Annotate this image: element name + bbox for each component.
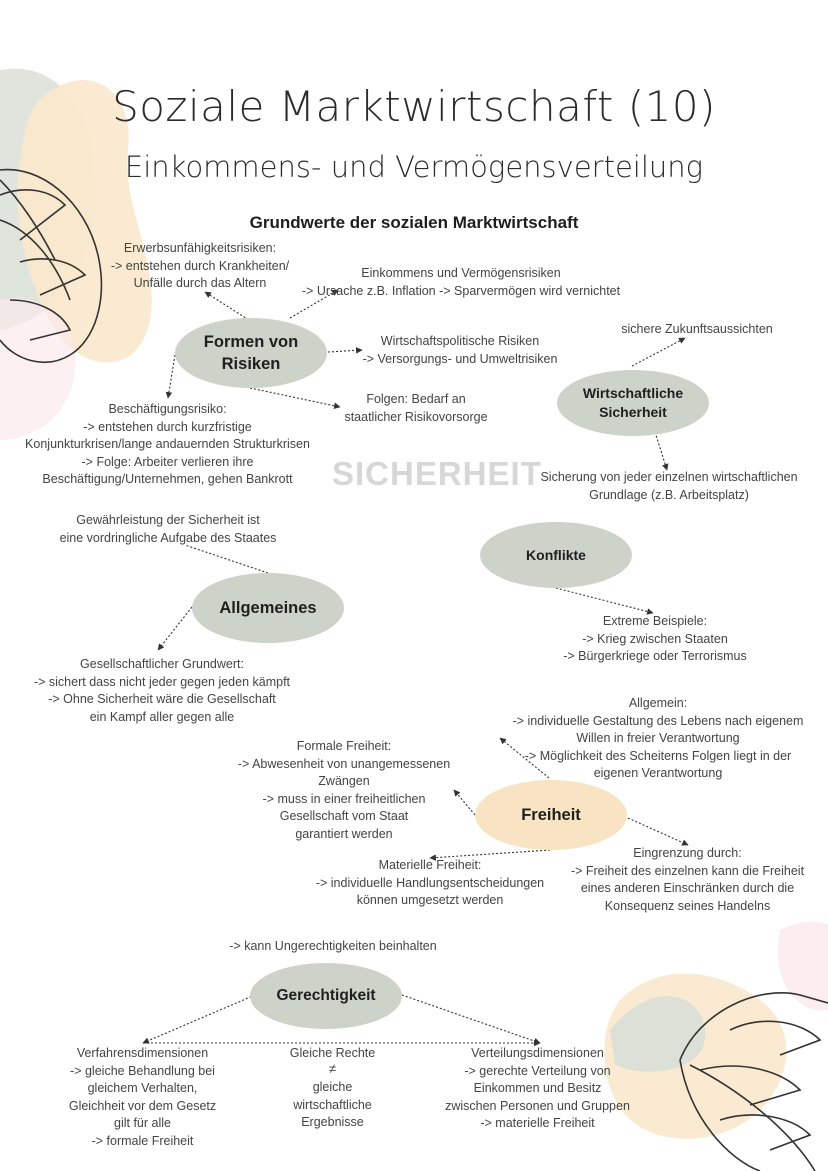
arrow-gerechtigkeit-verfahren: [142, 994, 256, 1044]
page-subtitle: Einkommens- und Vermögensverteilung: [124, 150, 704, 184]
arrow-freiheit-materiell: [429, 849, 551, 861]
note-grundlage: Sicherung von jeder einzelnen wirtschaft…: [540, 470, 798, 502]
note-zukunftsaussichten: sichere Zukunftsaussichten: [621, 322, 773, 336]
note-verfahrensdimensionen: Verfahrensdimensionen -> gleiche Behandl…: [68, 1046, 217, 1148]
note-formale-freiheit: Formale Freiheit: -> Abwesenheit von una…: [237, 739, 451, 841]
arrow-risiken-erwerb: [204, 291, 253, 323]
node-freiheit: Freiheit: [475, 780, 627, 850]
note-wirtschaftspolitisch: Wirtschaftspolitische Risiken -> Versorg…: [362, 334, 558, 366]
note-ungerechtigkeiten: -> kann Ungerechtigkeiten beinhalten: [229, 939, 437, 953]
note-verteilungsdimensionen: Verteilungsdimensionen -> gerechte Verte…: [445, 1046, 630, 1130]
arrow-risiken-einkommen: [289, 289, 339, 319]
note-eingrenzung: Eingrenzung durch: -> Freiheit des einze…: [570, 846, 805, 913]
note-extreme-beispiele: Extreme Beispiele: -> Krieg zwischen Sta…: [563, 614, 747, 663]
blob-bottom-right: [604, 921, 828, 1139]
note-grundwert: Gesellschaftlicher Grundwert: -> sichert…: [33, 657, 291, 724]
section-heading: Grundwerte der sozialen Marktwirtschaft: [249, 213, 579, 232]
monstera-leaf-top-left-icon: [0, 168, 103, 363]
arrow-freiheit-formal: [453, 789, 476, 816]
note-gleiche-ergebnisse: gleiche wirtschaftliche Ergebnisse: [293, 1080, 372, 1129]
arrow-allgemeines-gewaehr: [184, 544, 269, 574]
note-beschaeftigungsrisiko: Beschäftigungsrisiko: -> entstehen durch…: [25, 402, 310, 486]
arrow-gerechtigkeit-verteilung: [401, 994, 541, 1045]
page-title: Soziale Marktwirtschaft (10): [112, 82, 716, 131]
node-konflikte: Konflikte: [480, 522, 632, 588]
arrow-freiheit-eingrenzung: [627, 817, 689, 846]
note-erwerbsunfaehigkeit: Erwerbsunfähigkeitsrisiken: -> entstehen…: [110, 241, 290, 290]
node-formen-von-risiken: Formen von Risiken: [175, 318, 327, 388]
note-gewaehrleistung: Gewährleistung der Sicherheit ist eine v…: [59, 513, 277, 545]
arrow-risiken-beschaeftigung: [165, 354, 176, 399]
arrow-risiken-politik: [327, 347, 363, 354]
note-materielle-freiheit: Materielle Freiheit: -> individuelle Han…: [315, 858, 545, 907]
arrow-risiken-folgen: [249, 387, 341, 410]
monstera-leaf-bottom-right-icon: [679, 992, 828, 1171]
node-wirtschaftliche-sicherheit: Wirtschaftliche Sicherheit: [557, 370, 709, 436]
arrow-sicherheit-grundlage: [654, 431, 669, 471]
not-equal-icon: ≠: [328, 1061, 337, 1076]
node-gerechtigkeit: Gerechtigkeit: [250, 963, 402, 1029]
note-folgen: Folgen: Bedarf an staatlicher Risikovors…: [344, 392, 488, 424]
node-allgemeines: Allgemeines: [192, 573, 344, 643]
arrow-konflikte-extreme: [555, 587, 654, 615]
arrow-freiheit-allgemein: [499, 737, 550, 779]
arrow-sicherheit-zukunft: [631, 337, 686, 367]
note-gleiche-rechte: Gleiche Rechte: [289, 1046, 376, 1060]
note-allgemein-freiheit: Allgemein: -> individuelle Gestaltung de…: [512, 696, 804, 780]
note-einkommensrisiken: Einkommens und Vermögensrisiken -> Ursac…: [301, 266, 621, 298]
watermark-text: SICHERHEIT: [332, 455, 542, 492]
arrow-allgemeines-grundwert: [157, 606, 193, 651]
